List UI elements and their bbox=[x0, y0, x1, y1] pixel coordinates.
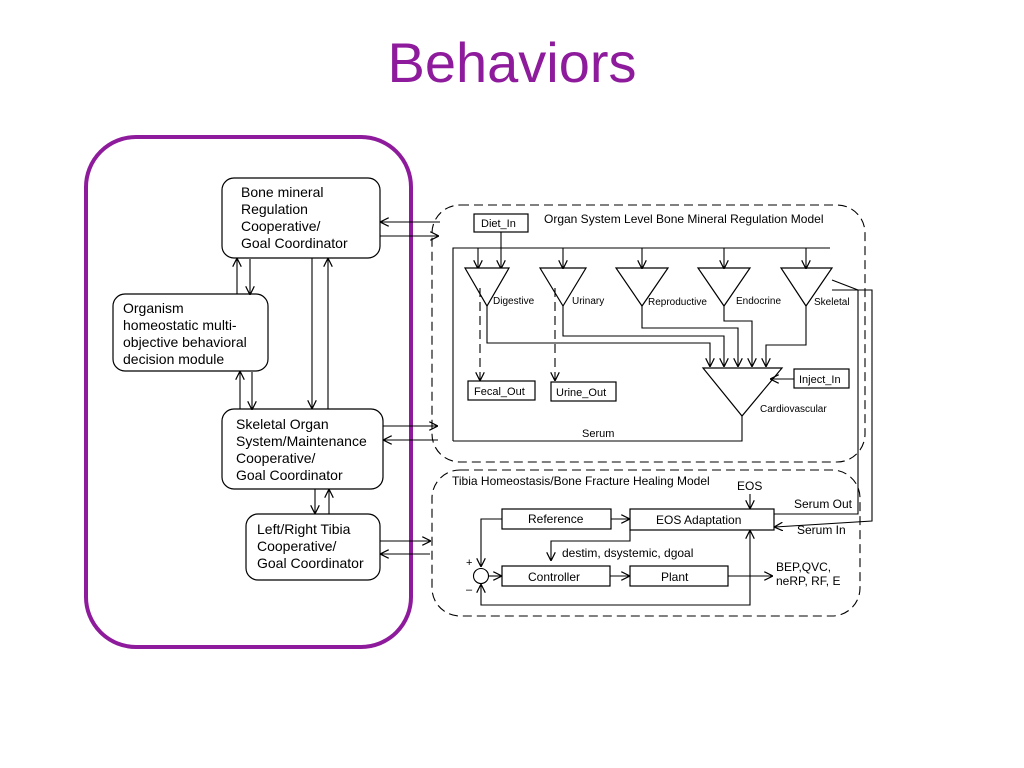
svg-text:destim, dsystemic, dgoal: destim, dsystemic, dgoal bbox=[562, 546, 693, 560]
svg-text:Inject_In: Inject_In bbox=[799, 374, 841, 386]
svg-text:Serum: Serum bbox=[582, 428, 614, 440]
svg-text:Reference: Reference bbox=[528, 512, 584, 526]
slide-title: Behaviors bbox=[387, 31, 637, 94]
svg-text:Plant: Plant bbox=[661, 570, 689, 584]
svg-text:Endocrine: Endocrine bbox=[736, 296, 781, 307]
organ-system-model: Organ System Level Bone Mineral Regulati… bbox=[431, 204, 866, 463]
cardiovascular-triangle bbox=[701, 367, 784, 417]
svg-text:–: – bbox=[466, 584, 473, 596]
svg-text:Reproductive: Reproductive bbox=[648, 297, 707, 308]
svg-text:Digestive: Digestive bbox=[493, 296, 535, 307]
svg-text:EOS: EOS bbox=[737, 479, 762, 493]
digestive-triangle bbox=[463, 267, 511, 308]
svg-text:Urine_Out: Urine_Out bbox=[556, 387, 606, 399]
tibia-model-title: Tibia Homeostasis/Bone Fracture Healing … bbox=[452, 474, 710, 488]
svg-text:Urinary: Urinary bbox=[572, 296, 604, 307]
svg-text:Diet_In: Diet_In bbox=[481, 218, 516, 230]
svg-text:+: + bbox=[466, 557, 472, 569]
svg-text:Controller: Controller bbox=[528, 570, 580, 584]
svg-text:Fecal_Out: Fecal_Out bbox=[474, 386, 525, 398]
svg-text:Skeletal: Skeletal bbox=[814, 297, 850, 308]
svg-text:Serum In: Serum In bbox=[797, 523, 846, 537]
svg-text:Serum Out: Serum Out bbox=[794, 497, 853, 511]
serum-loop-lines bbox=[774, 279, 873, 527]
eos-adaptation-box bbox=[629, 508, 775, 531]
behavior-group-frame bbox=[84, 135, 413, 649]
tibia-model: Tibia Homeostasis/Bone Fracture Healing … bbox=[431, 469, 861, 617]
left-group-connectors bbox=[237, 222, 440, 554]
svg-text:EOS Adaptation: EOS Adaptation bbox=[656, 513, 741, 527]
urine-out-box bbox=[550, 381, 617, 402]
fecal-out-box bbox=[467, 380, 536, 401]
summing-junction bbox=[472, 567, 490, 585]
svg-text:BEP,QVC,neRP, RF, E: BEP,QVC,neRP, RF, E bbox=[776, 560, 840, 588]
organ-model-title: Organ System Level Bone Mineral Regulati… bbox=[544, 212, 823, 226]
svg-text:Cardiovascular: Cardiovascular bbox=[760, 404, 827, 415]
